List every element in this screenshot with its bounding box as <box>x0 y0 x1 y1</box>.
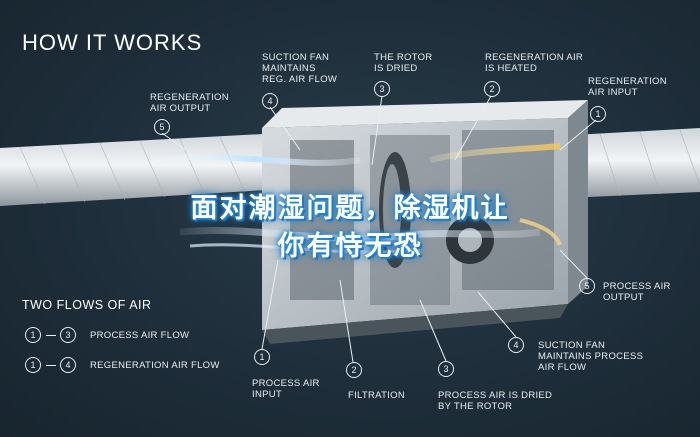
callout-label-filtration: FILTRATION <box>348 390 406 401</box>
callout-label-process-dried: PROCESS AIR IS DRIED BY THE ROTOR <box>438 390 553 412</box>
overlay-headline-line2: 你有恃无恐 <box>277 231 423 261</box>
callout-number-regen-input: 1 <box>590 106 606 122</box>
legend-to-number: 4 <box>60 357 76 373</box>
callout-number-regen-heated: 2 <box>484 81 500 97</box>
callout-label-rotor-dried: THE ROTOR IS DRIED <box>374 52 433 74</box>
callout-label-regen-input: REGENERATION AIR INPUT <box>588 76 667 98</box>
callout-label-process-input: PROCESS AIR INPUT <box>252 378 320 400</box>
callout-number-process-output: 5 <box>579 278 595 294</box>
legend-title: TWO FLOWS OF AIR <box>22 298 152 312</box>
callout-number-process-input: 1 <box>254 349 270 365</box>
left-duct <box>0 132 300 206</box>
callout-number-regen-fan: 4 <box>262 93 278 109</box>
callout-label-process-output: PROCESS AIR OUTPUT <box>603 281 671 303</box>
legend-label: REGENERATION AIR FLOW <box>90 360 220 371</box>
airflow-streams <box>149 143 562 254</box>
callout-label-process-fan: SUCTION FAN MAINTAINS PROCESS AIR FLOW <box>538 340 644 373</box>
legend-dash <box>46 365 56 367</box>
callout-label-regen-output: REGENERATION AIR OUTPUT <box>150 92 229 114</box>
callout-number-filtration: 2 <box>346 362 362 378</box>
callout-label-regen-heated: REGENERATION AIR IS HEATED <box>485 52 584 74</box>
callout-label-regen-fan: SUCTION FAN MAINTAINS REG. AIR FLOW <box>262 52 338 85</box>
callout-number-rotor-dried: 3 <box>374 81 390 97</box>
legend-from-number: 1 <box>25 357 41 373</box>
legend-from-number: 1 <box>25 327 41 343</box>
callout-number-process-dried: 3 <box>438 361 454 377</box>
overlay-headline-line1: 面对潮湿问题，除湿机让 <box>190 193 510 223</box>
legend-dash <box>46 335 56 337</box>
legend-label: PROCESS AIR FLOW <box>90 330 190 341</box>
callout-number-process-fan: 4 <box>508 337 524 353</box>
unit-body <box>262 100 588 344</box>
leader-lines <box>161 95 597 363</box>
callout-number-regen-output: 5 <box>154 119 170 135</box>
legend-to-number: 3 <box>60 327 76 343</box>
page-title: HOW IT WORKS <box>22 30 203 55</box>
